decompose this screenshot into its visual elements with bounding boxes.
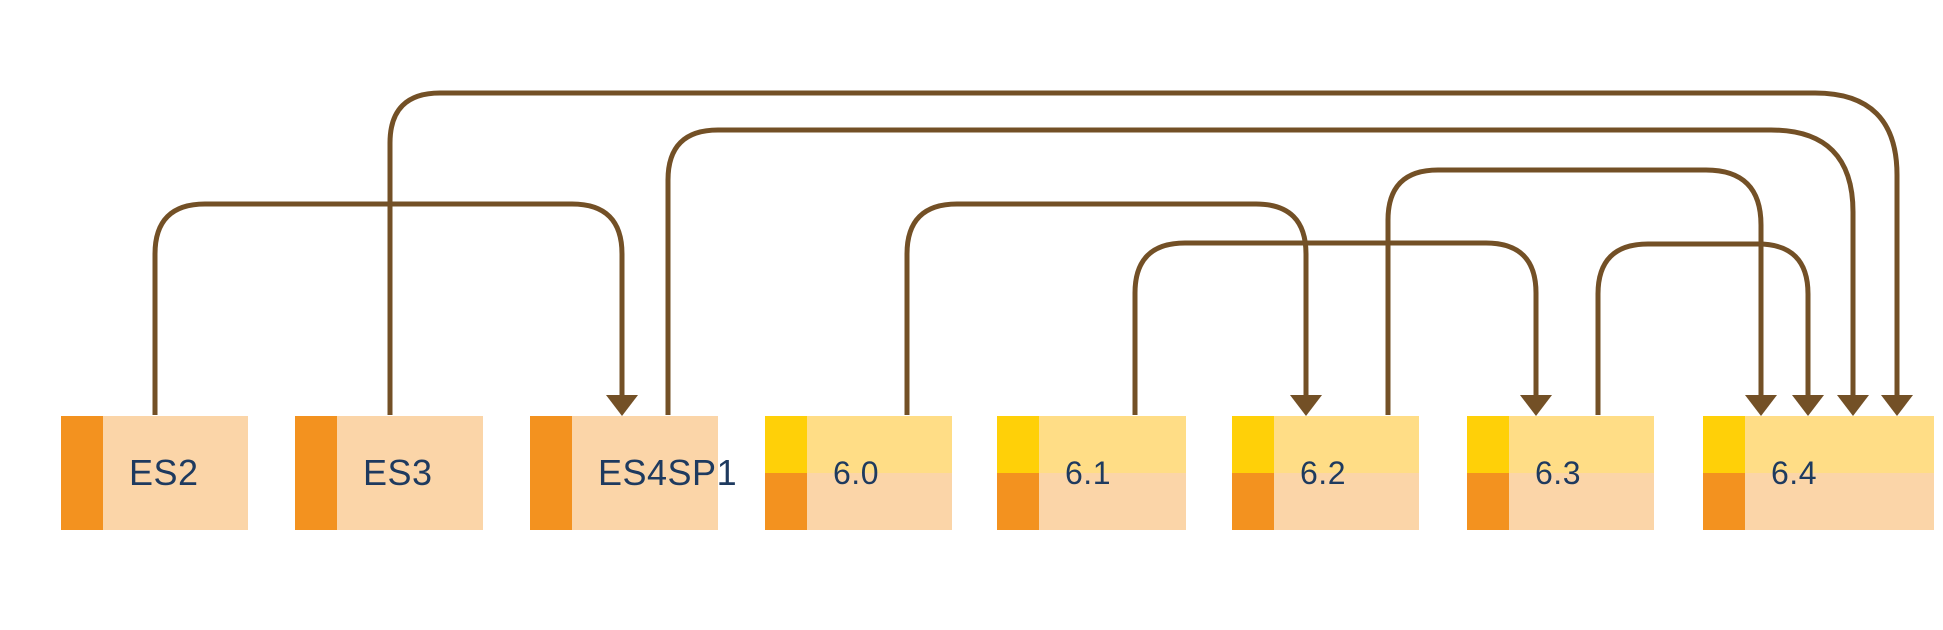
orange-stripe <box>530 416 572 530</box>
body-top-half <box>807 416 952 473</box>
version-box-6.1: 6.1 <box>997 416 1186 530</box>
stripe-top-half <box>765 416 807 473</box>
stripe-top-half <box>1467 416 1509 473</box>
arrowhead-icon <box>606 395 638 416</box>
upgrade-arrow-6.3-to-6.4 <box>1595 241 1824 416</box>
arrowhead-icon <box>1881 395 1913 416</box>
box-body: 6.4 <box>1745 416 1934 530</box>
body-bottom-half <box>1274 473 1419 530</box>
upgrade-arrow-path <box>1132 240 1539 415</box>
upgrade-arrow-path <box>1595 241 1811 415</box>
version-label: 6.1 <box>1065 455 1111 491</box>
box-body: ES4SP1 <box>572 416 737 530</box>
version-label: 6.3 <box>1535 455 1581 491</box>
yellow-orange-stripe <box>997 416 1039 530</box>
upgrade-arrow-path <box>387 90 1900 415</box>
upgrade-arrow-path <box>665 127 1856 415</box>
version-box-ES4SP1: ES4SP1 <box>530 416 737 530</box>
version-label: ES2 <box>129 452 199 493</box>
body-top-half <box>1745 416 1934 473</box>
arrowhead-icon <box>1792 395 1824 416</box>
version-label: 6.4 <box>1771 455 1817 491</box>
arrowhead-icon <box>1837 395 1869 416</box>
stripe-bottom-half <box>997 473 1039 530</box>
version-label: ES3 <box>363 452 433 493</box>
yellow-orange-stripe <box>1467 416 1509 530</box>
yellow-orange-stripe <box>1232 416 1274 530</box>
version-box-6.3: 6.3 <box>1467 416 1654 530</box>
arrowhead-icon <box>1745 395 1777 416</box>
body-top-half <box>1509 416 1654 473</box>
upgrade-arrow-ES2-to-ES4SP1 <box>152 201 638 416</box>
body-bottom-half <box>807 473 952 530</box>
stripe-bottom-half <box>1703 473 1745 530</box>
body-bottom-half <box>1745 473 1934 530</box>
upgrade-arrow-6.0-to-6.2 <box>904 201 1322 416</box>
body-top-half <box>1274 416 1419 473</box>
box-body: 6.0 <box>807 416 952 530</box>
stripe-top-half <box>1703 416 1745 473</box>
version-box-6.0: 6.0 <box>765 416 952 530</box>
body-bottom-half <box>1039 473 1186 530</box>
version-box-ES3: ES3 <box>295 416 483 530</box>
stripe-bottom-half <box>1232 473 1274 530</box>
upgrade-arrow-ES4SP1-to-6.4 <box>665 127 1869 416</box>
box-body: 6.3 <box>1509 416 1654 530</box>
yellow-orange-stripe <box>1703 416 1745 530</box>
upgrade-arrow-6.2-to-6.4 <box>1385 167 1777 416</box>
version-box-6.2: 6.2 <box>1232 416 1419 530</box>
upgrade-arrow-path <box>1385 167 1764 415</box>
upgrade-arrow-ES3-to-6.4 <box>387 90 1913 416</box>
version-label: ES4SP1 <box>598 452 738 493</box>
box-body: 6.1 <box>1039 416 1186 530</box>
version-box-6.4: 6.4 <box>1703 416 1934 530</box>
orange-stripe <box>295 416 337 530</box>
box-body: 6.2 <box>1274 416 1419 530</box>
body-top-half <box>1039 416 1186 473</box>
arrowhead-icon <box>1290 395 1322 416</box>
version-label: 6.0 <box>833 455 879 491</box>
upgrade-arrow-6.1-to-6.3 <box>1132 240 1552 416</box>
stripe-top-half <box>1232 416 1274 473</box>
arrowhead-icon <box>1520 395 1552 416</box>
stripe-top-half <box>997 416 1039 473</box>
yellow-orange-stripe <box>765 416 807 530</box>
orange-stripe <box>61 416 103 530</box>
stripe-bottom-half <box>1467 473 1509 530</box>
version-box-ES2: ES2 <box>61 416 248 530</box>
box-body: ES3 <box>337 416 483 530</box>
stripe-bottom-half <box>765 473 807 530</box>
upgrade-arrow-path <box>904 201 1309 415</box>
version-label: 6.2 <box>1300 455 1346 491</box>
box-body: ES2 <box>103 416 248 530</box>
body-bottom-half <box>1509 473 1654 530</box>
